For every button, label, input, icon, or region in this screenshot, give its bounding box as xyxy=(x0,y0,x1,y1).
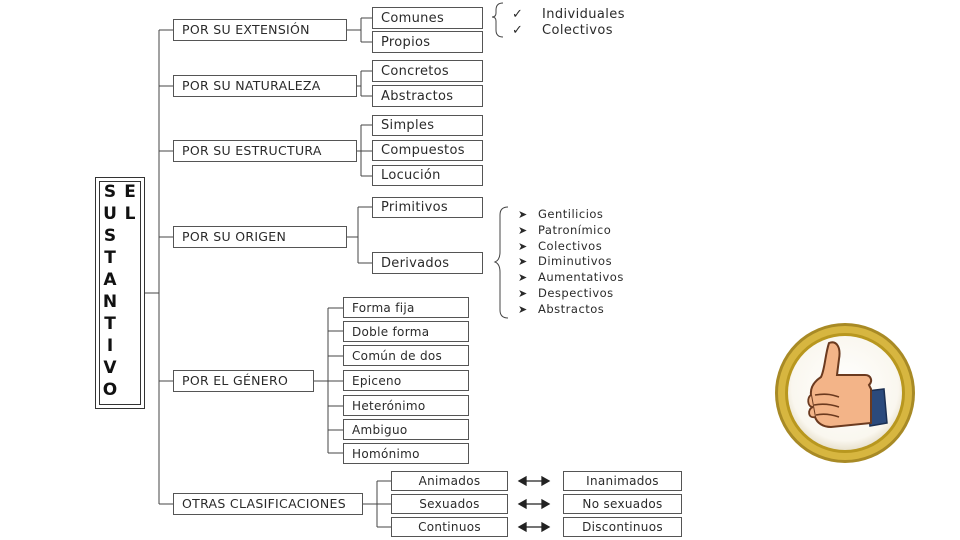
category-otras: OTRAS CLASIFICACIONES xyxy=(173,493,363,515)
list-item: ➤Despectivos xyxy=(518,285,614,300)
item-compuestos: Compuestos xyxy=(372,140,483,161)
item-derivados: Derivados xyxy=(372,252,483,274)
item-no-sexuados: No sexuados xyxy=(563,494,682,514)
arrowhead-icon: ➤ xyxy=(518,302,528,316)
item-simples: Simples xyxy=(372,115,483,136)
list-item: ➤Aumentativos xyxy=(518,270,624,285)
list-item: ➤Colectivos xyxy=(518,238,603,253)
item-epiceno: Epiceno xyxy=(343,370,469,391)
item-continuos: Continuos xyxy=(391,517,508,537)
category-extension: POR SU EXTENSIÓN xyxy=(173,19,347,41)
item-heteronimo: Heterónimo xyxy=(343,395,469,416)
title-frame: EL SUSTANTIVO xyxy=(95,177,145,409)
item-discontinuos: Discontinuos xyxy=(563,517,682,537)
double-arrow-icon xyxy=(517,498,551,510)
item-homonimo: Homónimo xyxy=(343,443,469,464)
item-sexuados: Sexuados xyxy=(391,494,508,514)
arrowhead-icon: ➤ xyxy=(518,208,528,221)
item-animados: Animados xyxy=(391,471,508,491)
item-forma-fija: Forma fija xyxy=(343,297,469,318)
arrowhead-icon: ➤ xyxy=(518,286,528,300)
diagram-title: EL SUSTANTIVO xyxy=(100,182,140,402)
category-estructura: POR SU ESTRUCTURA xyxy=(173,140,357,162)
category-naturaleza: POR SU NATURALEZA xyxy=(173,75,357,97)
list-item: ➤Gentilicios xyxy=(518,207,604,221)
list-item: ➤Patronímico xyxy=(518,222,612,237)
arrowhead-icon: ➤ xyxy=(518,223,528,237)
item-comun-de-dos: Común de dos xyxy=(343,345,469,366)
double-arrow-icon xyxy=(517,521,551,533)
check-icon: ✓ xyxy=(512,23,524,38)
category-genero: POR EL GÉNERO xyxy=(173,370,314,392)
item-concretos: Concretos xyxy=(372,60,483,82)
subitem-colectivos: ✓Colectivos xyxy=(512,23,613,38)
category-origen: POR SU ORIGEN xyxy=(173,226,347,248)
subitem-individuales: ✓Individuales xyxy=(512,7,625,22)
item-inanimados: Inanimados xyxy=(563,471,682,491)
list-item: ➤Diminutivos xyxy=(518,254,613,269)
derivados-sublist: ➤Gentilicios ➤Patronímico ➤Colectivos ➤D… xyxy=(518,207,624,318)
item-comunes: Comunes xyxy=(372,7,483,29)
list-item: ➤Abstractos xyxy=(518,301,605,316)
item-primitivos: Primitivos xyxy=(372,197,483,218)
thumbs-up-icon xyxy=(775,323,915,463)
arrowhead-icon: ➤ xyxy=(518,255,528,269)
check-icon: ✓ xyxy=(512,7,524,22)
arrowhead-icon: ➤ xyxy=(518,239,528,253)
item-ambiguo: Ambiguo xyxy=(343,419,469,440)
item-doble-forma: Doble forma xyxy=(343,321,469,342)
double-arrow-icon xyxy=(517,475,551,487)
item-abstractos: Abstractos xyxy=(372,85,483,107)
arrowhead-icon: ➤ xyxy=(518,271,528,285)
item-propios: Propios xyxy=(372,31,483,53)
item-locucion: Locución xyxy=(372,165,483,186)
